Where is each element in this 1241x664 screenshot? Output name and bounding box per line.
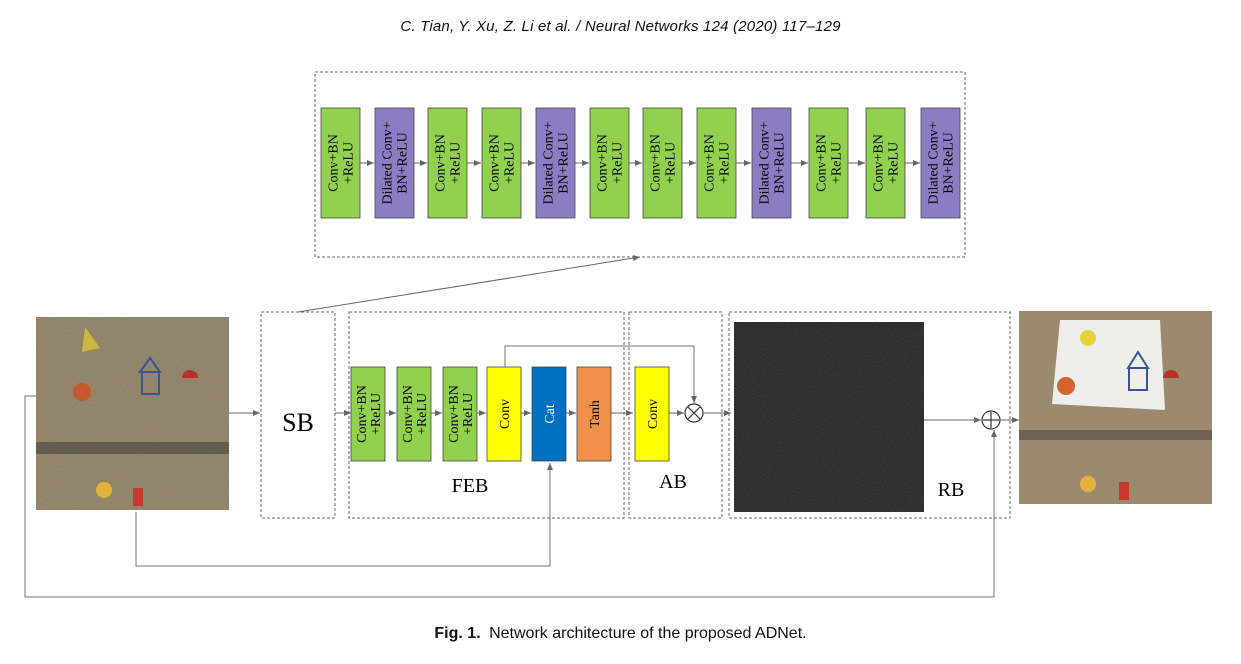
dilated-conv-layer-12 xyxy=(920,107,961,219)
top-layer-label-2: Dilated Conv+BN+ReLU xyxy=(381,121,411,204)
top-layer-label-7: Conv+BN+ReLU xyxy=(649,134,679,192)
top-layer-label-9: Dilated Conv+BN+ReLU xyxy=(758,121,788,204)
conv-layer-6 xyxy=(589,107,630,219)
rb-label: RB xyxy=(938,479,965,501)
ab-conv-label: Conv xyxy=(646,399,661,429)
feb-layer-label-2: Conv+BN+ReLU xyxy=(401,385,430,443)
sb-label: SB xyxy=(282,408,314,437)
residual-noise-image xyxy=(734,322,924,512)
top-layer-label-11: Conv+BN+ReLU xyxy=(872,134,902,192)
sb-to-detail-arrow xyxy=(297,255,641,313)
ab-conv-box xyxy=(634,366,670,462)
noisy-input-image xyxy=(36,317,229,510)
ab-label: AB xyxy=(659,471,687,493)
caption-label: Fig. 1. xyxy=(434,625,481,642)
multiply-icon xyxy=(684,403,704,423)
top-layer-label-6: Conv+BN+ReLU xyxy=(596,134,626,192)
conv-layer-4 xyxy=(481,107,522,219)
attention-skip-line xyxy=(504,345,697,403)
conv-layer-1 xyxy=(320,107,361,219)
conv-layer-8 xyxy=(696,107,737,219)
denoised-output-image xyxy=(1019,311,1212,504)
cat-box xyxy=(531,366,567,462)
feb-conv-label: Conv xyxy=(498,399,513,429)
feb-conv-bn-relu-1 xyxy=(350,366,386,462)
conv-layer-11 xyxy=(865,107,906,219)
top-layer-stack: Conv+BN+ReLU Dilated Conv+BN+ReLU Conv+BN+… xyxy=(320,107,961,219)
conv-layer-7 xyxy=(642,107,683,219)
cat-label: Cat xyxy=(543,404,558,424)
top-layer-label-8: Conv+BN+ReLU xyxy=(703,134,733,192)
feb-layer-stack: Conv+BN+ReLU Conv+BN+ReLU Conv+BN+ReLU xyxy=(350,366,486,462)
feb-block xyxy=(348,311,625,519)
ab-block xyxy=(628,311,723,519)
top-layer-label-3: Conv+BN+ReLU xyxy=(434,134,464,192)
add-icon xyxy=(981,410,1001,430)
conv-layer-3 xyxy=(427,107,468,219)
feb-layer-label-1: Conv+BN+ReLU xyxy=(355,385,384,443)
residual-skip-line xyxy=(24,395,997,598)
conv-layer-10 xyxy=(808,107,849,219)
dilated-conv-layer-2 xyxy=(374,107,415,219)
feb-layer-label-3: Conv+BN+ReLU xyxy=(447,385,476,443)
tanh-box xyxy=(576,366,612,462)
top-layer-label-4: Conv+BN+ReLU xyxy=(488,134,518,192)
input-to-cat-line xyxy=(135,463,553,567)
feb-conv-bn-relu-2 xyxy=(396,366,432,462)
tanh-label: Tanh xyxy=(588,400,603,428)
caption-text: Network architecture of the proposed ADN… xyxy=(489,625,807,642)
dilated-conv-layer-9 xyxy=(751,107,792,219)
feb-conv-bn-relu-3 xyxy=(442,366,478,462)
top-layer-label-12: Dilated Conv+BN+ReLU xyxy=(927,121,957,204)
figure-caption: Fig. 1. Network architecture of the prop… xyxy=(0,625,1241,643)
feb-conv-box xyxy=(486,366,522,462)
dilated-conv-layer-5 xyxy=(535,107,576,219)
sb-block xyxy=(260,311,336,519)
top-layer-label-10: Conv+BN+ReLU xyxy=(815,134,845,192)
rb-block xyxy=(728,311,1011,519)
running-head: C. Tian, Y. Xu, Z. Li et al. / Neural Ne… xyxy=(400,18,841,35)
feb-label: FEB xyxy=(452,475,489,497)
top-layer-label-5: Dilated Conv+BN+ReLU xyxy=(542,121,572,204)
top-layer-label-1: Conv+BN+ReLU xyxy=(327,134,357,192)
